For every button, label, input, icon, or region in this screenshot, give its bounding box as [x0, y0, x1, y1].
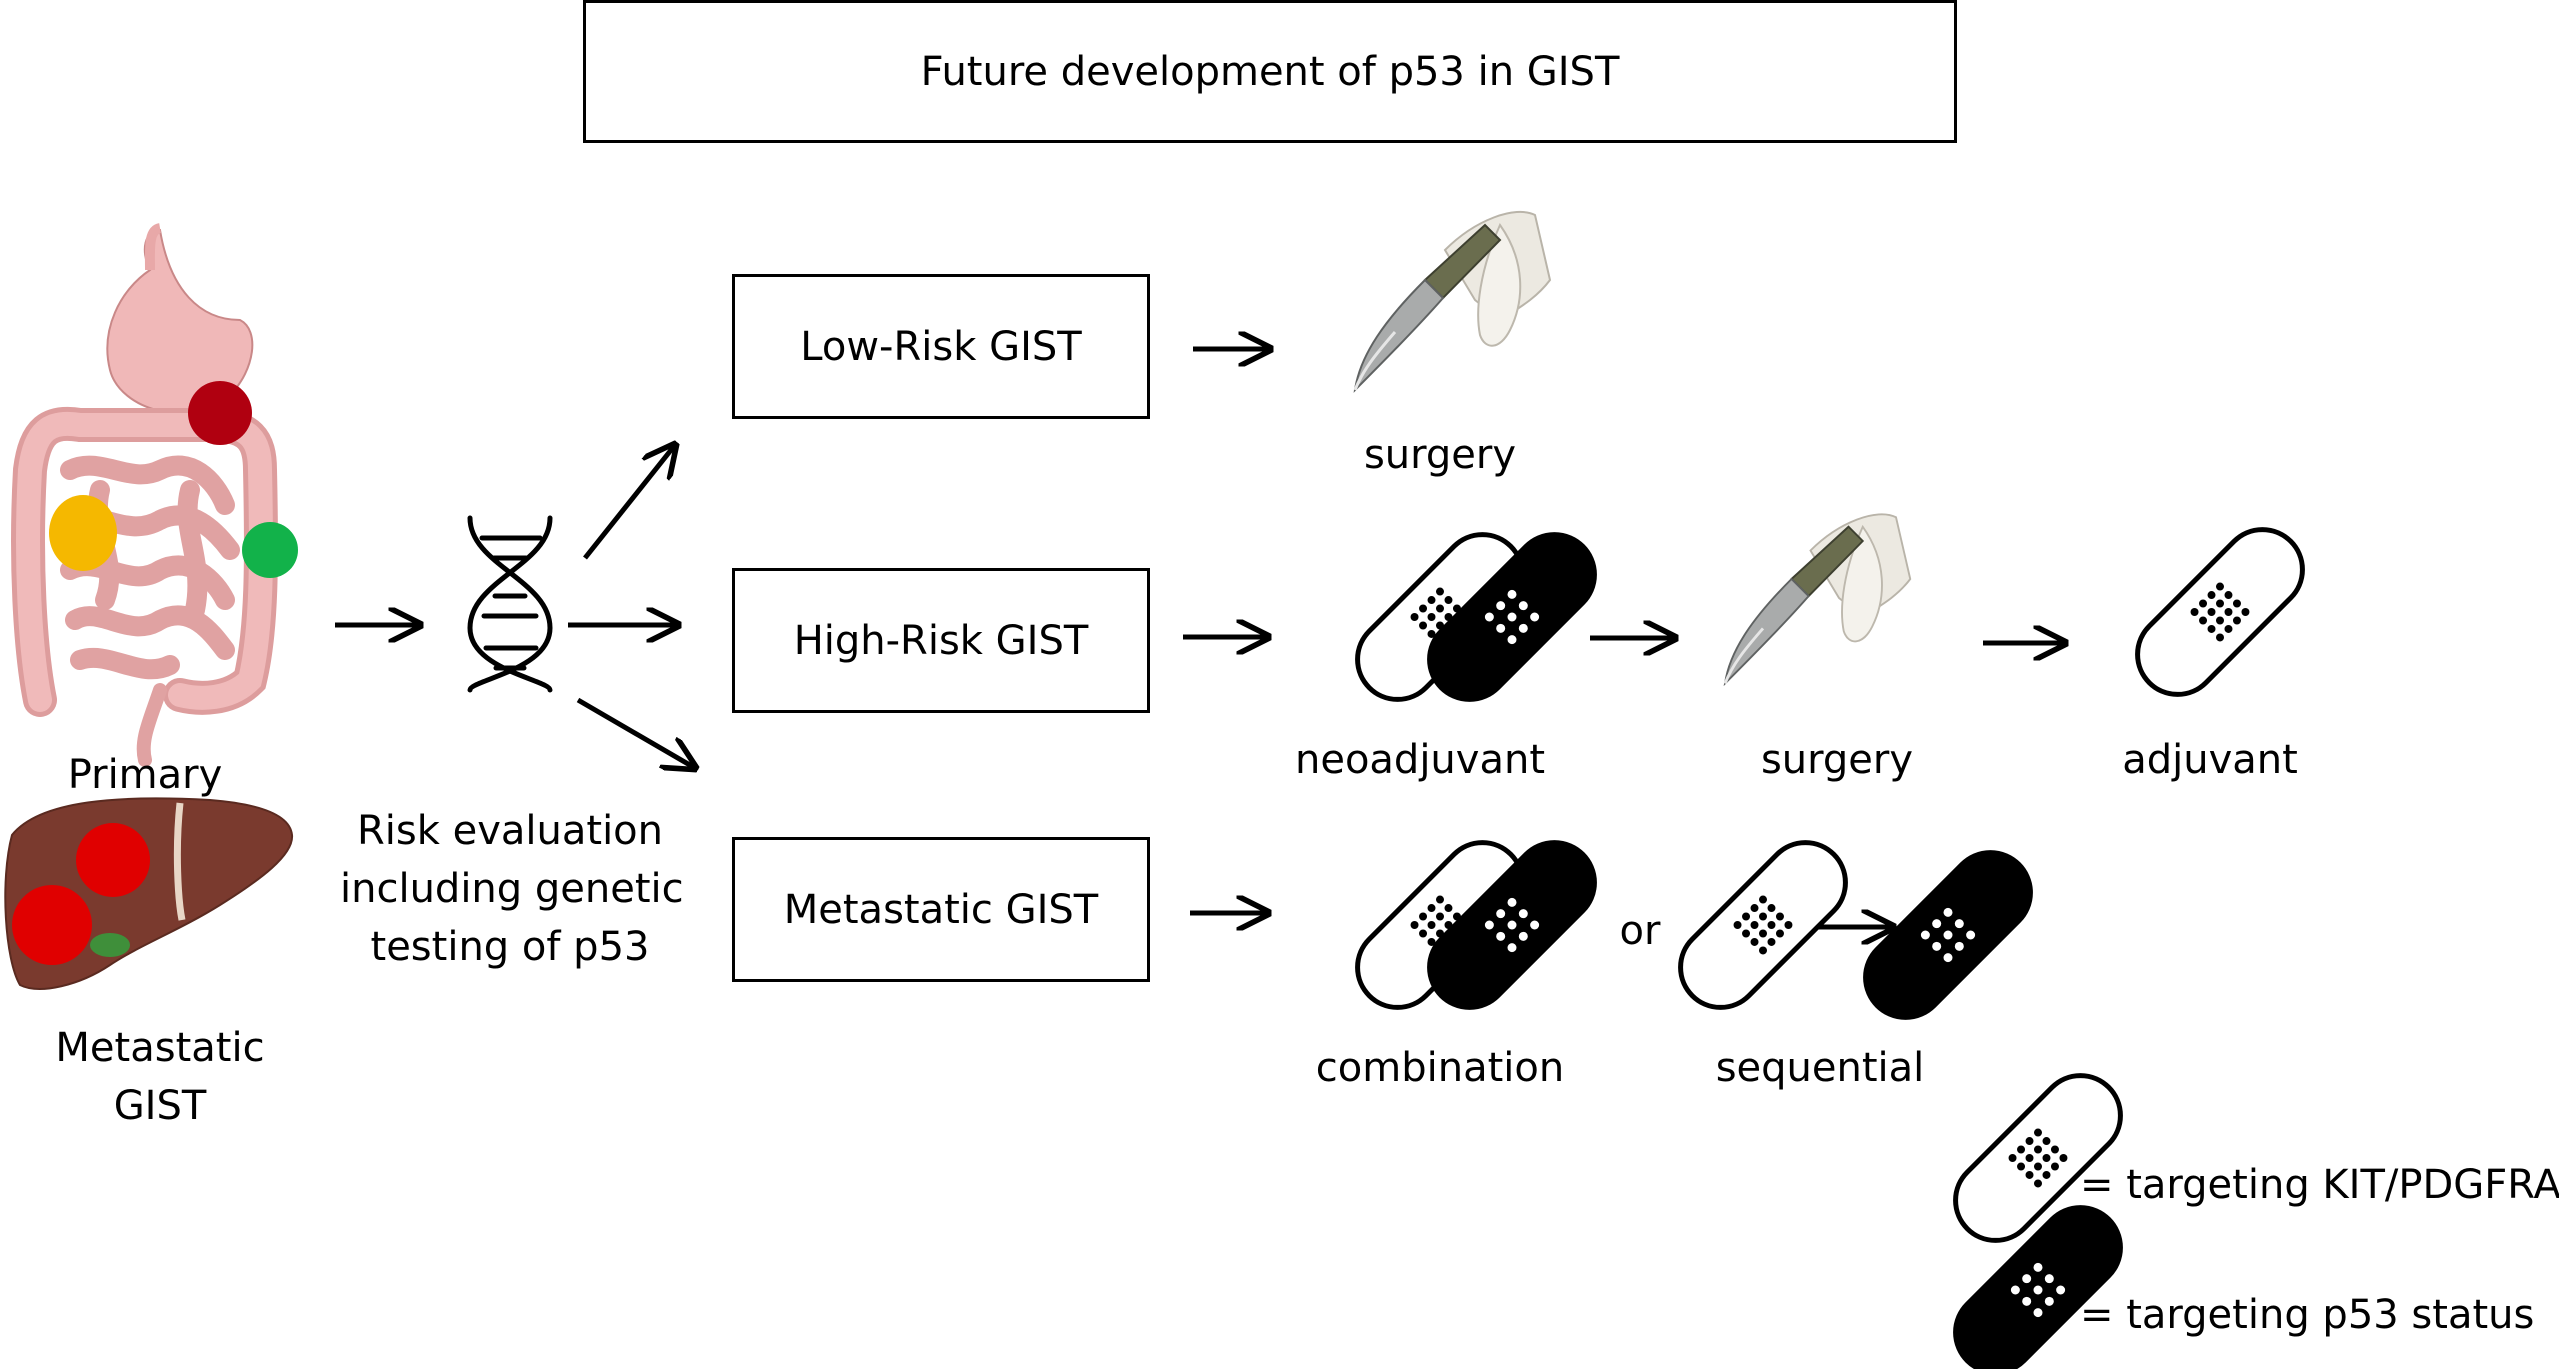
- primary-label: Primary: [67, 752, 223, 798]
- scalpel-icon: [1723, 512, 1912, 685]
- risk-line1: Risk evaluation: [356, 808, 663, 854]
- high-risk-label: High-Risk GIST: [793, 617, 1089, 664]
- title-text: Future development of p53 in GIST: [920, 48, 1620, 95]
- low-risk-box: Low-Risk GIST: [732, 274, 1150, 419]
- or-label: or: [1619, 908, 1661, 954]
- legend-kit-label: = targeting KIT/PDGFRA: [2080, 1162, 2559, 1208]
- metastatic-label-line2: GIST: [113, 1083, 207, 1129]
- liver-illustration: [4, 797, 294, 990]
- scalpel-icon: [1353, 210, 1552, 392]
- bandage-white-icon: [2121, 513, 2319, 711]
- sequential-label: sequential: [1715, 1045, 1925, 1091]
- dna-icon: [467, 515, 553, 693]
- metastatic-label-line1: Metastatic: [55, 1025, 265, 1071]
- surgery-low-label: surgery: [1363, 432, 1517, 478]
- surgery-high-label: surgery: [1760, 737, 1914, 783]
- low-risk-label: Low-Risk GIST: [800, 323, 1082, 370]
- arrow-icon: [335, 349, 2065, 927]
- risk-line3: testing of p53: [370, 924, 650, 970]
- risk-line2: including genetic: [340, 866, 684, 912]
- combination-label: combination: [1315, 1045, 1565, 1091]
- legend-p53-label: = targeting p53 status: [2080, 1292, 2535, 1338]
- title-box: Future development of p53 in GIST: [583, 0, 1957, 143]
- metastatic-gist-label: Metastatic GIST: [783, 886, 1099, 933]
- high-risk-box: High-Risk GIST: [732, 568, 1150, 713]
- neoadjuvant-label: neoadjuvant: [1294, 737, 1546, 783]
- metastatic-box: Metastatic GIST: [732, 837, 1150, 982]
- adjuvant-label: adjuvant: [2122, 737, 2298, 783]
- bandage-black-icon: [1849, 836, 2047, 1034]
- intestine-illustration: [11, 223, 298, 767]
